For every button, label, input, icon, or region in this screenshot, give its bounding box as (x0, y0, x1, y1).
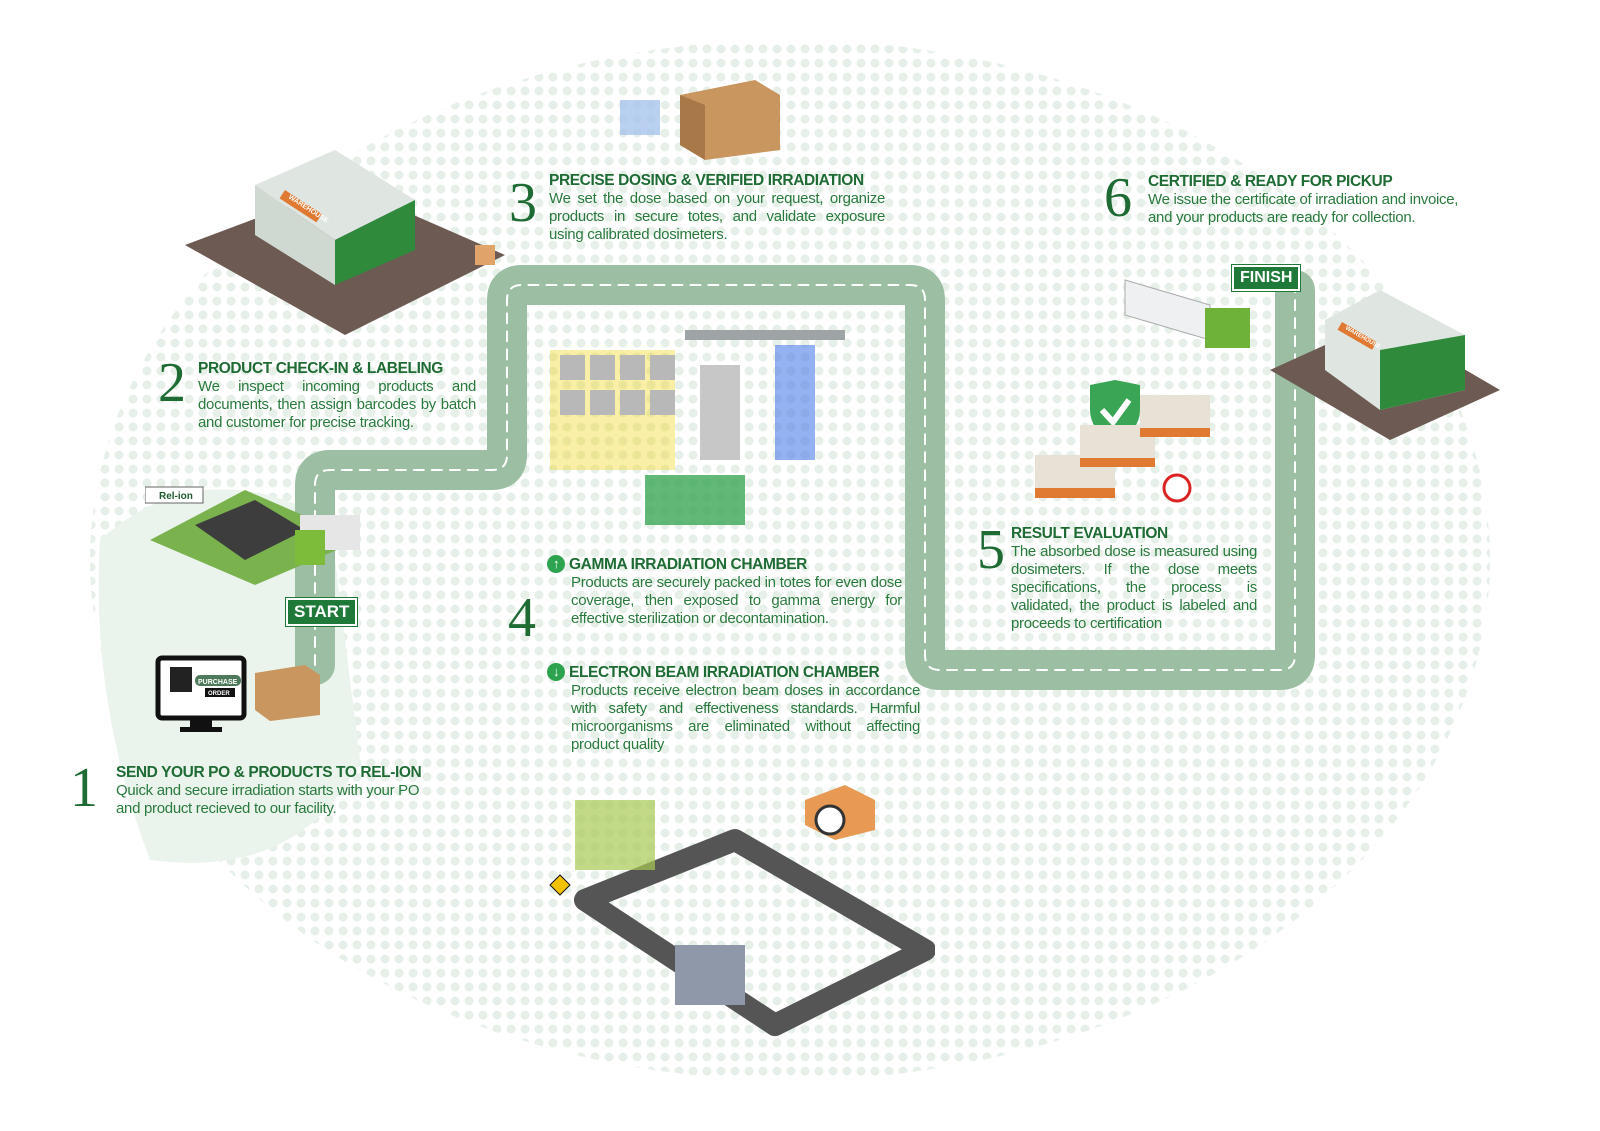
road (295, 265, 1315, 690)
step-4-number: 4 (508, 587, 536, 649)
step-1-description: Quick and secure irradiation starts with… (116, 782, 420, 817)
purchase-label: PURCHASE (198, 679, 238, 686)
step-2-description: We inspect incoming products and documen… (198, 378, 476, 431)
step-2-number: 2 (158, 352, 186, 414)
gamma-chamber-illustration (550, 330, 845, 525)
step-3-number: 3 (509, 172, 537, 234)
step-3-title: PRECISE DOSING & VERIFIED IRRADIATION (549, 172, 864, 189)
electron-beam-conveyor-illustration (549, 785, 935, 1036)
step-2-title: PRODUCT CHECK-IN & LABELING (198, 360, 443, 377)
arrow-down-circle-icon: ↓ (547, 663, 565, 681)
step-1: SEND YOUR PO & PRODUCTS TO REL-ION Quick… (116, 763, 446, 818)
step-3: PRECISE DOSING & VERIFIED IRRADIATION We… (549, 171, 885, 244)
step-1-title: SEND YOUR PO & PRODUCTS TO REL-ION (116, 764, 422, 781)
purchase-order-monitor-illustration: PURCHASE ORDER (155, 655, 320, 732)
gate-entrance-illustration: Rel-ion (145, 486, 360, 585)
step-6: CERTIFIED & READY FOR PICKUP We issue th… (1148, 172, 1478, 227)
result-pallets-illustration (1035, 380, 1210, 503)
finish-sign: FINISH (1230, 264, 1302, 292)
step-1-number: 1 (70, 757, 98, 819)
step-4-gamma: ↑GAMMA IRRADIATION CHAMBER Products are … (547, 555, 902, 628)
step-2: PRODUCT CHECK-IN & LABELING We inspect i… (198, 359, 476, 432)
gamma-description: Products are securely packed in totes fo… (571, 574, 902, 627)
electron-beam-description: Products receive electron beam doses in … (571, 682, 920, 753)
electron-beam-title: ELECTRON BEAM IRRADIATION CHAMBER (569, 664, 880, 681)
truck-finish-warehouse-illustration: WAREHOUSE (1124, 279, 1500, 440)
step-6-number: 6 (1104, 167, 1132, 229)
step-3-description: We set the dose based on your request, o… (549, 190, 885, 243)
step-5-description: The absorbed dose is measured using dosi… (1011, 543, 1257, 632)
step-5: RESULT EVALUATION The absorbed dose is m… (1011, 524, 1257, 633)
step-4-electron-beam: ↓ELECTRON BEAM IRRADIATION CHAMBER Produ… (547, 663, 920, 754)
step-5-number: 5 (977, 519, 1005, 581)
boxes-dosimeter-illustration (620, 80, 780, 160)
order-label: ORDER (208, 691, 230, 697)
gamma-title: GAMMA IRRADIATION CHAMBER (569, 556, 807, 573)
step-5-title: RESULT EVALUATION (1011, 525, 1168, 542)
arrow-up-circle-icon: ↑ (547, 555, 565, 573)
brand-sign-text: Rel-ion (159, 491, 193, 502)
warehouse-illustration: WAREHOUSE (185, 150, 505, 335)
step-6-description: We issue the certificate of irradiation … (1148, 191, 1459, 226)
start-sign: START (284, 597, 359, 627)
step-6-title: CERTIFIED & READY FOR PICKUP (1148, 173, 1393, 190)
